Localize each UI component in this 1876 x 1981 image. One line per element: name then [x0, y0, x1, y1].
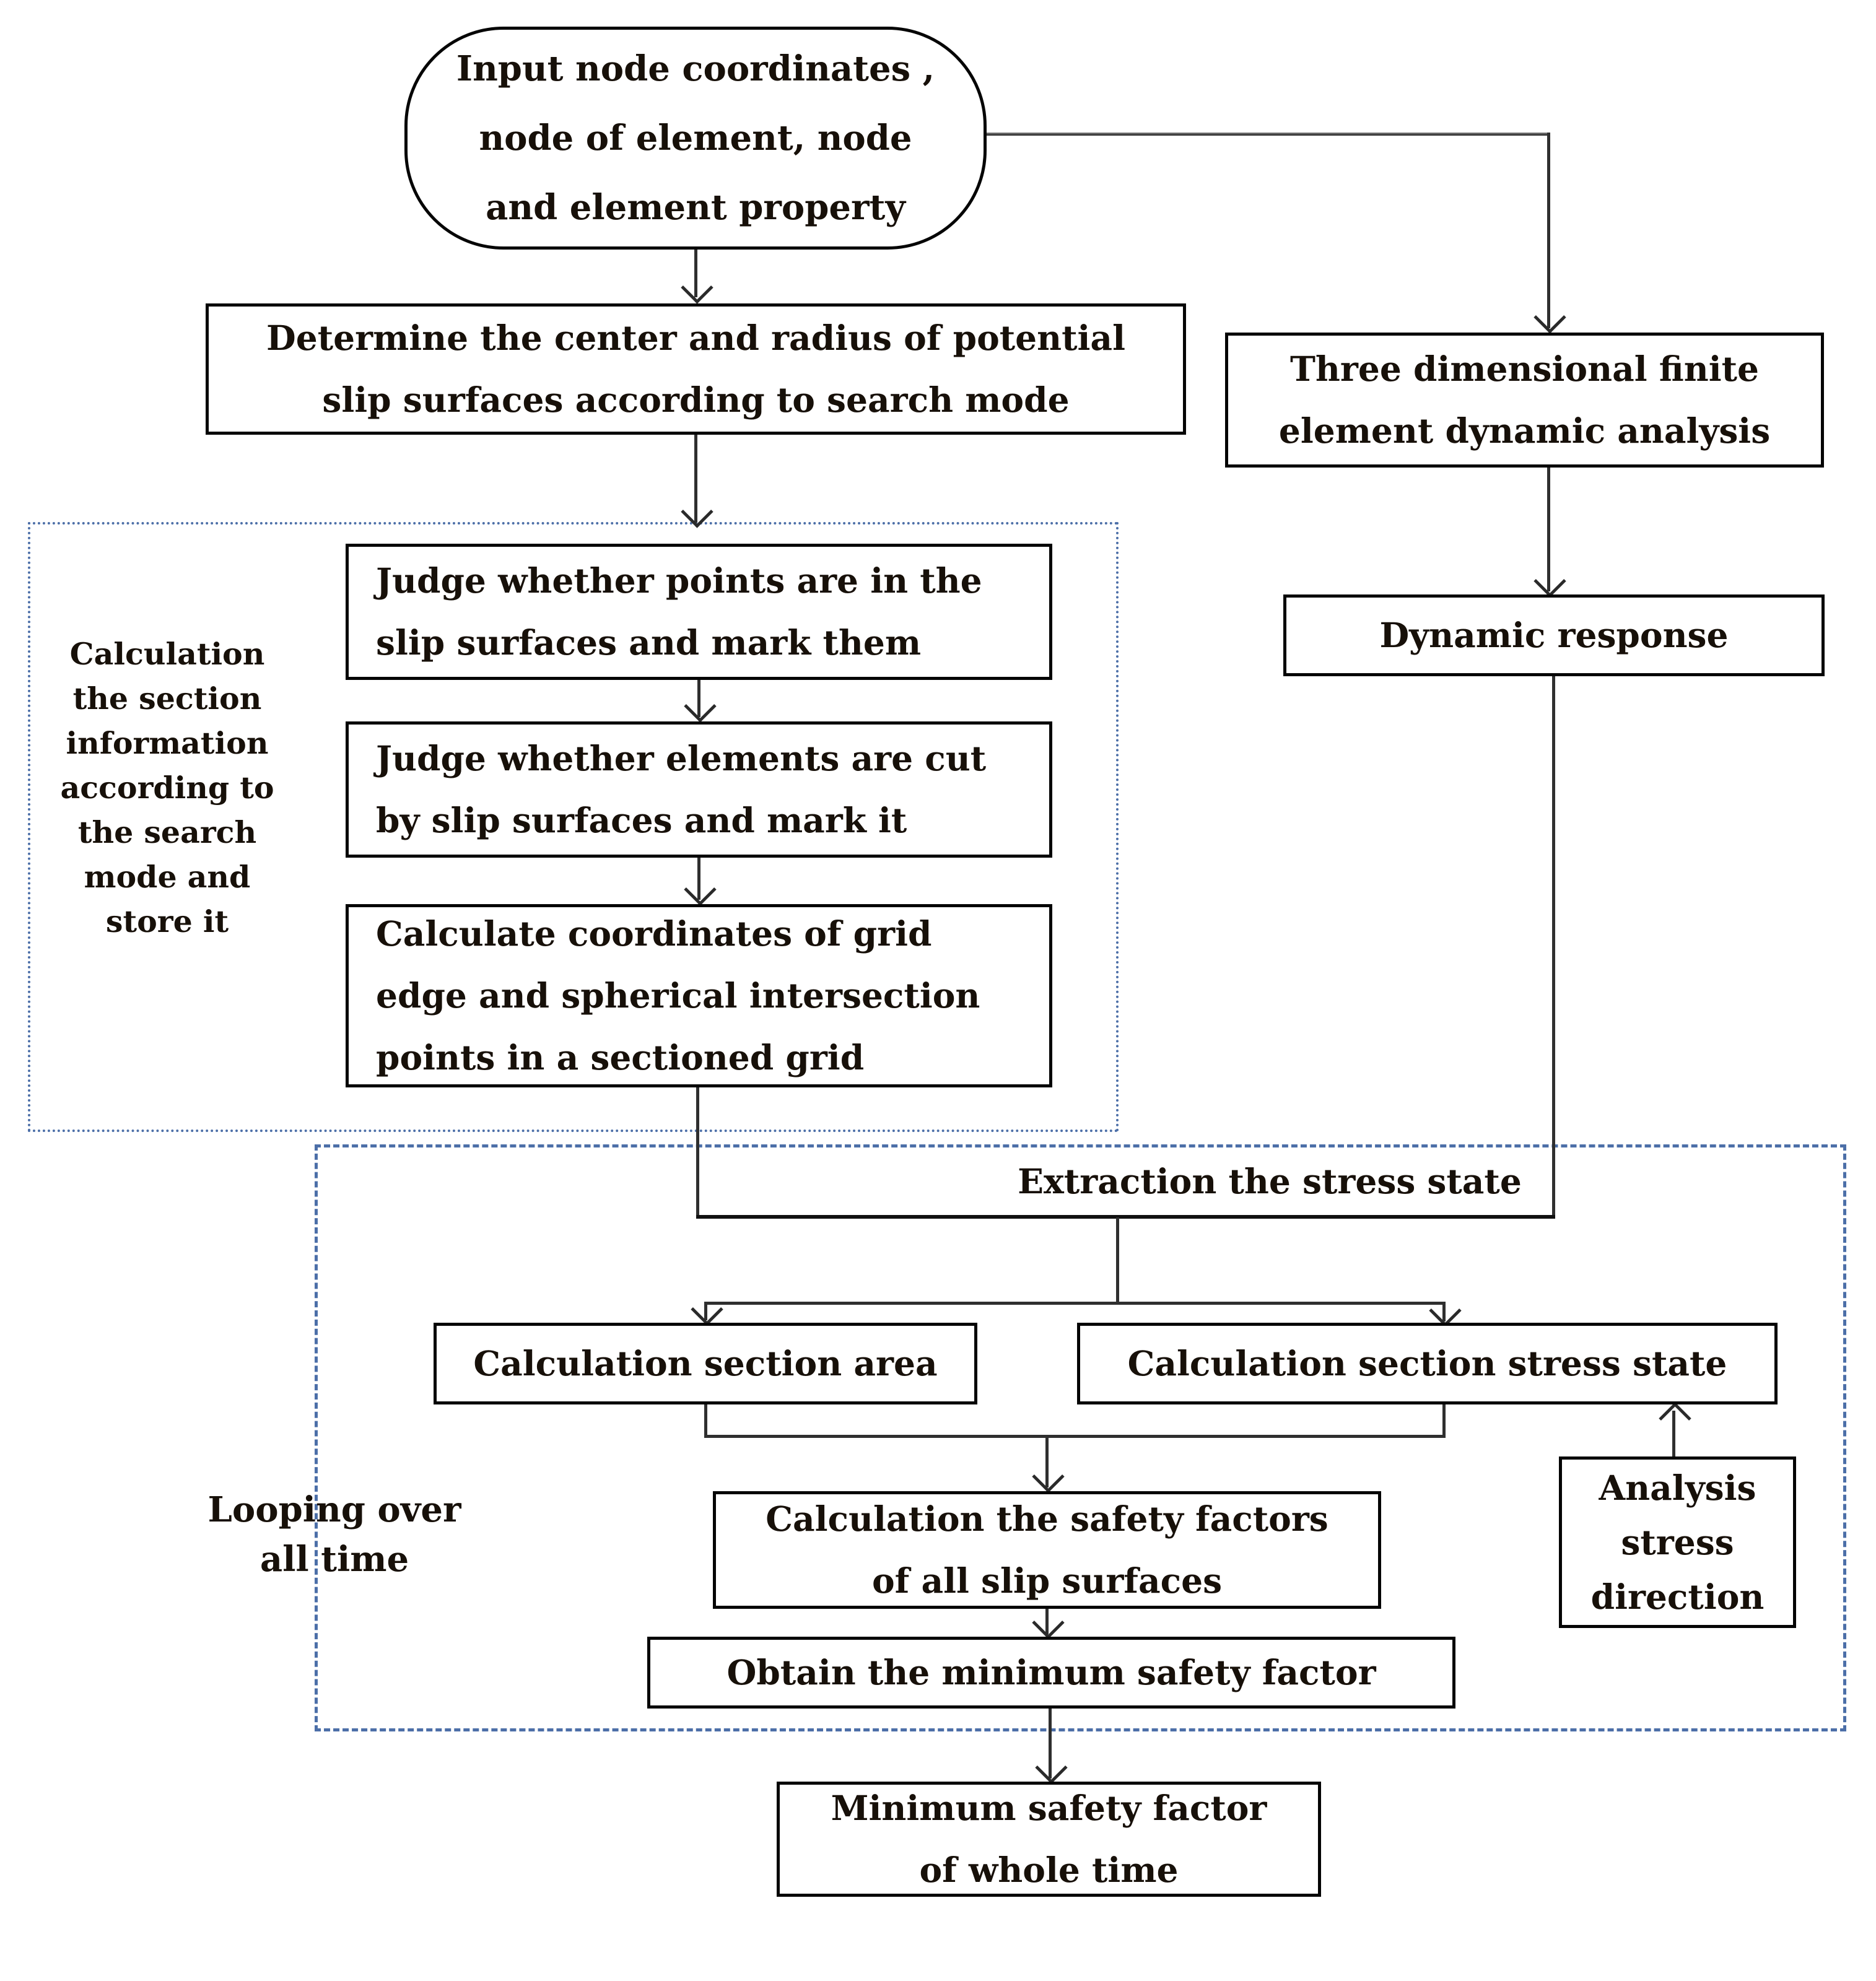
- node-min-whole-time-line: Minimum safety factor: [831, 1788, 1267, 1828]
- connector-analysis-to-stress: [1672, 1411, 1675, 1456]
- node-judge-elements-line: Judge whether elements are cut: [376, 738, 987, 778]
- node-safety-factors-line: of all slip surfaces: [871, 1561, 1223, 1601]
- group-looping-over-time: [315, 1144, 1846, 1731]
- connector-split-to-area: [704, 1302, 707, 1320]
- group-label-section-info-line: according to: [60, 770, 274, 806]
- connector-safety-to-obtain: [1045, 1608, 1049, 1634]
- connector-points-to-elements: [697, 680, 700, 717]
- connector-input-to-fem-vertical: [1547, 133, 1550, 328]
- node-judge-points-line: Judge whether points are in the: [376, 560, 982, 601]
- connector-merge-to-safety: [1045, 1437, 1049, 1487]
- node-obtain-min-line: Obtain the minimum safety factor: [726, 1652, 1376, 1692]
- node-calc-stress: Calculation section stress state: [1077, 1323, 1778, 1404]
- node-calc-area-line: Calculation section area: [473, 1343, 938, 1383]
- node-fem-line: Three dimensional finite: [1289, 349, 1760, 389]
- node-dynamic-line: Dynamic response: [1379, 615, 1729, 655]
- node-input: Input node coordinates , node of element…: [404, 27, 987, 250]
- node-analysis-direction-line: direction: [1590, 1576, 1765, 1617]
- node-min-whole-time: Minimum safety factor of whole time: [777, 1782, 1321, 1897]
- node-extraction-label: Extraction the stress state: [991, 1163, 1548, 1200]
- group-label-looping: Looping over all time: [186, 1485, 483, 1584]
- node-fem-analysis: Three dimensional finite element dynamic…: [1225, 333, 1824, 468]
- node-extraction-line: Extraction the stress state: [1018, 1161, 1522, 1201]
- extraction-bottom-edge: [696, 1215, 1555, 1219]
- connector-input-to-fem-horizontal: [987, 133, 1550, 136]
- group-label-looping-line: all time: [260, 1539, 409, 1580]
- node-calc-stress-line: Calculation section stress state: [1127, 1343, 1727, 1383]
- connector-elements-to-coords: [697, 858, 700, 900]
- group-label-section-info-line: the search: [77, 814, 257, 850]
- connector-merge-horizontal: [704, 1435, 1446, 1438]
- group-label-section-info-line: store it: [105, 903, 229, 939]
- arrowhead-into-fem: [1534, 301, 1566, 334]
- connector-input-to-determine: [694, 248, 697, 297]
- group-label-section-info: Calculation the section information acco…: [34, 632, 300, 944]
- extraction-right-edge: [1552, 676, 1555, 1218]
- node-input-line: and element property: [486, 187, 905, 228]
- connector-split-to-stress: [1442, 1302, 1446, 1321]
- node-judge-points: Judge whether points are in the slip sur…: [346, 544, 1052, 680]
- extraction-left-edge: [696, 1087, 699, 1218]
- group-label-looping-line: Looping over: [207, 1489, 461, 1530]
- node-analysis-direction-line: stress: [1621, 1522, 1734, 1562]
- node-determine-line: Determine the center and radius of poten…: [266, 318, 1125, 358]
- node-judge-points-line: slip surfaces and mark them: [376, 622, 922, 663]
- arrowhead-into-determine: [681, 271, 713, 304]
- node-analysis-direction-line: Analysis: [1599, 1467, 1756, 1508]
- group-section-calculation: [28, 522, 1119, 1132]
- connector-obtain-to-final: [1049, 1707, 1052, 1779]
- node-determine-line: slip surfaces according to search mode: [322, 380, 1070, 420]
- node-judge-elements-line: by slip surfaces and mark it: [376, 800, 907, 840]
- node-obtain-min: Obtain the minimum safety factor: [647, 1637, 1455, 1709]
- node-calc-area: Calculation section area: [434, 1323, 977, 1404]
- node-calc-coordinates-line: points in a sectioned grid: [376, 1037, 865, 1078]
- connector-fem-to-dynamic: [1547, 468, 1550, 591]
- node-min-whole-time-line: of whole time: [919, 1850, 1179, 1890]
- node-safety-factors-line: Calculation the safety factors: [766, 1499, 1328, 1539]
- node-calc-coordinates-line: edge and spherical intersection: [376, 975, 980, 1016]
- group-label-section-info-line: information: [66, 725, 269, 761]
- arrowhead-into-dynamic: [1534, 565, 1566, 598]
- node-input-line: node of element, node: [479, 118, 912, 159]
- node-fem-line: element dynamic analysis: [1278, 411, 1771, 451]
- node-safety-factors: Calculation the safety factors of all sl…: [713, 1491, 1381, 1609]
- node-analysis-direction: Analysis stress direction: [1559, 1456, 1796, 1628]
- stub-area-down: [704, 1404, 707, 1438]
- group-label-section-info-line: Calculation: [69, 636, 265, 672]
- group-label-section-info-line: the section: [72, 681, 262, 716]
- group-label-section-info-line: mode and: [84, 859, 251, 895]
- connector-determine-to-group: [694, 433, 697, 523]
- node-calc-coordinates: Calculate coordinates of grid edge and s…: [346, 904, 1052, 1087]
- node-dynamic-response: Dynamic response: [1283, 594, 1825, 676]
- connector-extraction-drop: [1116, 1217, 1119, 1304]
- stub-stress-down: [1442, 1404, 1446, 1438]
- node-calc-coordinates-line: Calculate coordinates of grid: [376, 913, 932, 954]
- node-input-line: Input node coordinates ,: [456, 48, 935, 89]
- node-judge-elements: Judge whether elements are cut by slip s…: [346, 721, 1052, 858]
- node-determine: Determine the center and radius of poten…: [206, 303, 1186, 435]
- connector-split-horizontal: [704, 1302, 1446, 1305]
